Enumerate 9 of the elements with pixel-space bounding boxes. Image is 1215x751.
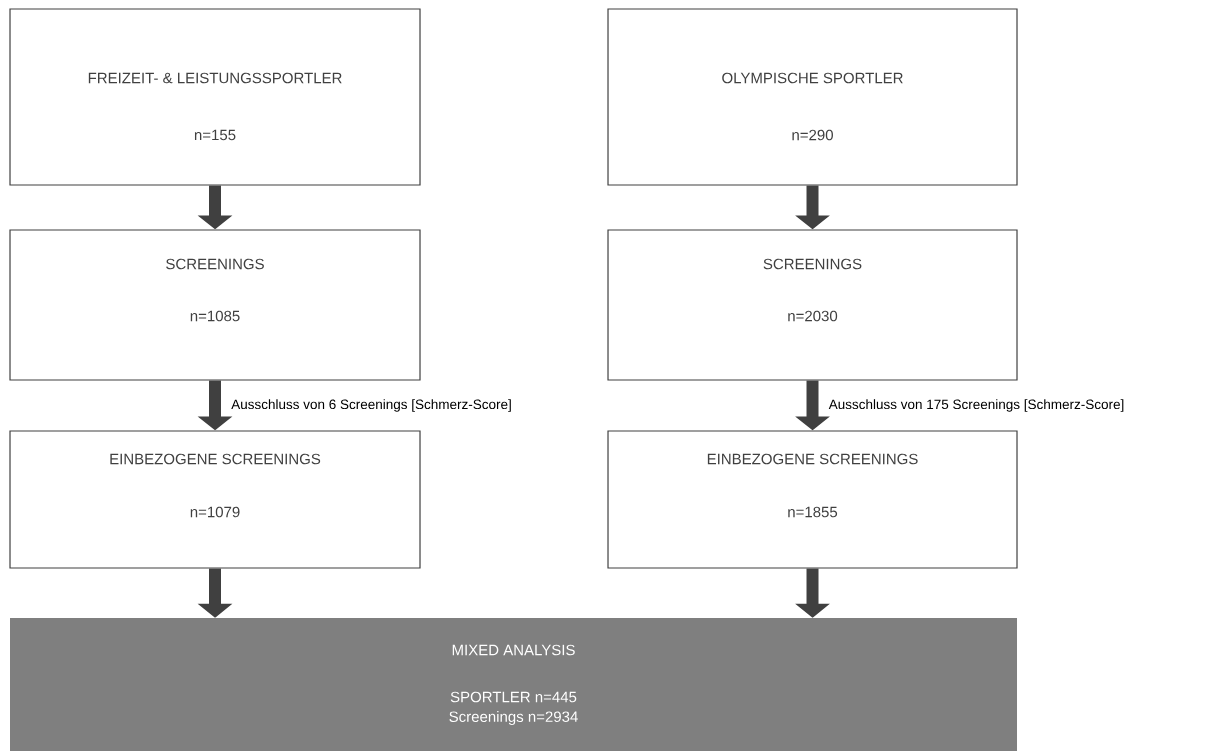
process-box: EINBEZOGENE SCREENINGS n=1855 xyxy=(607,430,1018,569)
result-panel: MIXED ANALYSIS SPORTLER n=445 Screenings n=2934 xyxy=(10,618,1017,751)
process-box: SCREENINGS n=1085 xyxy=(9,229,421,381)
edge-label: Ausschluss von 6 Screenings [Schmerz-Score] xyxy=(230,398,513,413)
process-box: SCREENINGS n=2030 xyxy=(607,229,1018,381)
process-box: OLYMPISCHE SPORTLER n=290 xyxy=(607,8,1018,186)
process-box: EINBEZOGENE SCREENINGS n=1079 xyxy=(9,430,421,569)
edge-label: Ausschluss von 175 Screenings [Schmerz-Score] xyxy=(827,398,1126,413)
process-box: FREIZEIT- & LEISTUNGSSPORTLER n=155 xyxy=(9,8,421,186)
